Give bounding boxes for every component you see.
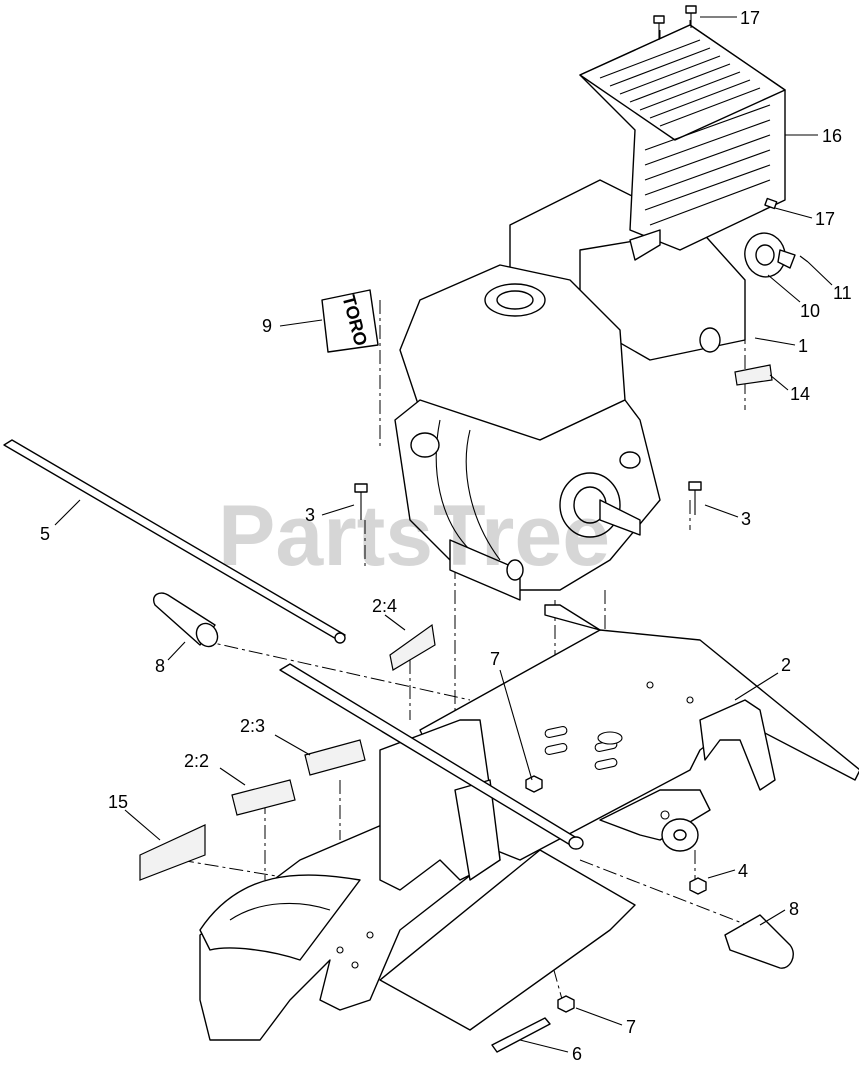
- callout-2-4: 2:4: [372, 596, 397, 616]
- callout-7-lower: 7: [626, 1017, 636, 1037]
- callout-2-3: 2:3: [240, 716, 265, 736]
- decal-2-4: [389, 623, 436, 671]
- callout-7-upper: 7: [490, 649, 500, 669]
- callout-5: 5: [40, 524, 50, 544]
- callout-11: 11: [833, 283, 852, 303]
- callout-3-left: 3: [305, 505, 315, 525]
- callout-8-right: 8: [789, 899, 799, 919]
- callout-3-right: 3: [741, 509, 751, 529]
- leader-lines: [54, 16, 833, 1053]
- callout-17-side: 17: [815, 209, 835, 229]
- decal-15: [139, 824, 206, 881]
- exhaust-flange: [744, 232, 796, 278]
- callout-15: 15: [108, 792, 128, 812]
- heat-shield: [579, 24, 786, 261]
- callout-labels: 17 16 17 11 10 1 14 9 3 3 5 2:4 7 2 8 2:…: [40, 8, 852, 1064]
- callout-8-left: 8: [155, 656, 165, 676]
- callout-14: 14: [790, 384, 810, 404]
- callout-6: 6: [572, 1044, 582, 1064]
- decal-2-3: [304, 739, 366, 776]
- engine: [394, 179, 746, 601]
- callout-16: 16: [822, 126, 842, 146]
- decal-9: [321, 289, 379, 353]
- hardware: [354, 5, 809, 1053]
- decal-14: [734, 364, 773, 386]
- callout-1: 1: [798, 336, 808, 356]
- callout-17-top: 17: [740, 8, 760, 28]
- bushings: [153, 592, 794, 969]
- axle: [3, 439, 584, 850]
- frame: [199, 604, 859, 1041]
- decal-2-2: [231, 779, 296, 816]
- callout-2: 2: [781, 655, 791, 675]
- callout-4: 4: [738, 861, 748, 881]
- callout-9: 9: [262, 316, 272, 336]
- decals: TORO: [139, 289, 773, 881]
- callout-2-2: 2:2: [184, 751, 209, 771]
- callout-10: 10: [800, 301, 820, 321]
- partstree-watermark: PartsTree: [218, 488, 610, 584]
